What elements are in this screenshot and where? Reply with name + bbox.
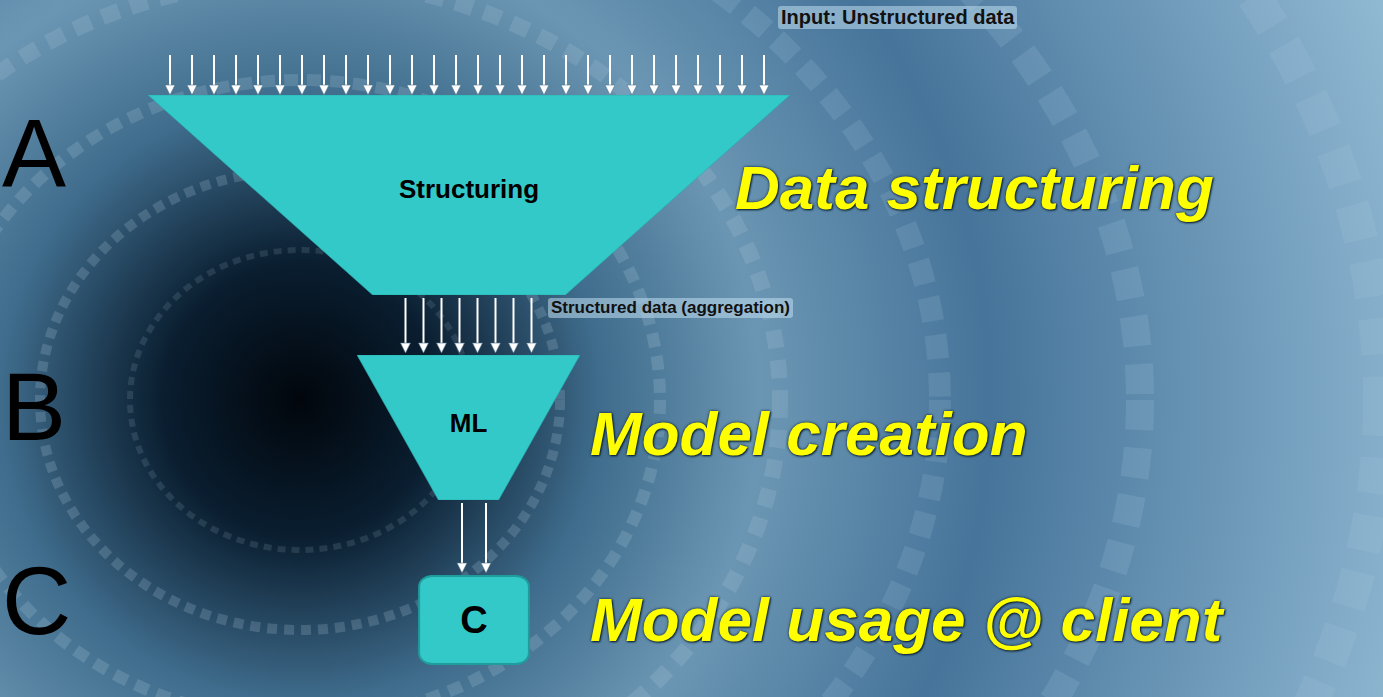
arrow-shaft [461,503,463,564]
arrow-shaft [513,298,515,344]
node-text-group: C [460,599,487,642]
trapezoid-shape [357,355,580,500]
arrow-head [419,343,429,353]
arrow-shaft [441,298,443,344]
arrow-head [491,343,501,353]
arrow-shaft [495,298,497,344]
trapezoid-shape [148,95,790,295]
funnel-stage: ML [357,355,580,500]
stage-letter: C [2,546,71,656]
arrow-shaft [423,298,425,344]
node-label: C [460,599,487,642]
arrow-head [527,343,537,353]
node-label: Structuring [399,174,539,205]
funnel-stage: Structuring [148,95,790,295]
stage-title: Model creation [590,398,1028,469]
arrow-shaft [531,298,533,344]
node-text-group: Structuring [399,174,539,205]
flow-arrows [457,503,491,573]
arrow-shaft [459,298,461,344]
node-label: ML [450,408,488,439]
arrow-head [401,343,411,353]
arrow-head [509,343,519,353]
flow-note: Input: Unstructured data [778,6,1017,29]
stage-letter: A [2,98,66,208]
client-box: C [418,575,530,665]
arrow-shaft [485,503,487,564]
arrow-head [437,343,447,353]
arrow-head [455,343,465,353]
arrow-shaft [477,298,479,344]
flow-arrows [401,298,537,353]
arrow-head [473,343,483,353]
stage-letter: B [2,352,66,462]
arrow-head [457,563,467,573]
rounded-box-shape [419,576,529,664]
flow-note: Structured data (aggregation) [548,298,793,318]
arrow-shaft [405,298,407,344]
stage-title: Model usage @ client [590,584,1222,655]
node-text-group: ML [450,408,488,439]
stage-title: Data structuring [735,152,1214,223]
input-arrow-row [159,54,775,96]
arrow-head [481,563,491,573]
